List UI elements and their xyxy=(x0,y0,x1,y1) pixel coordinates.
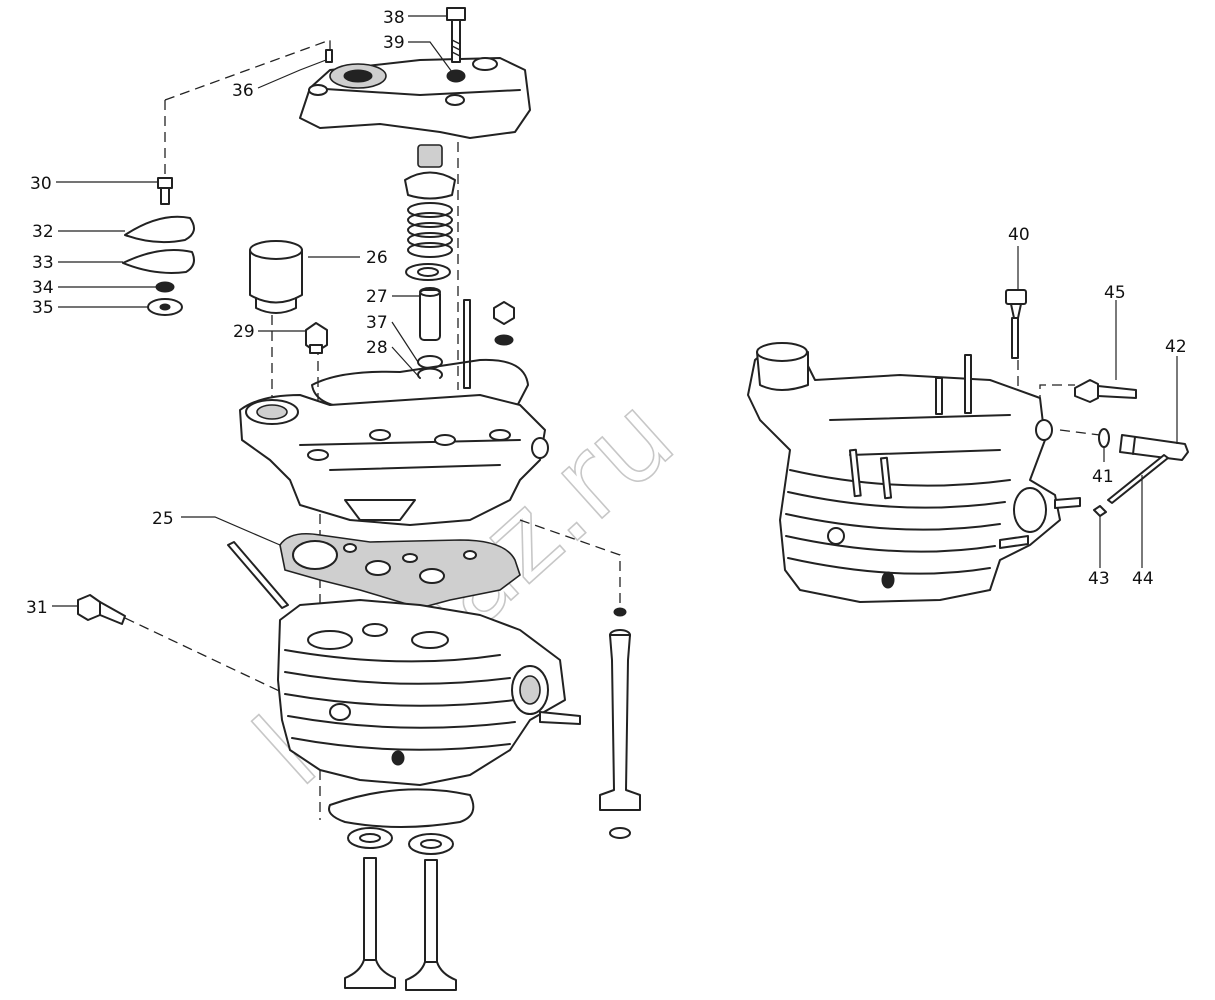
callout-42: 42 xyxy=(1165,337,1187,357)
callout-37: 37 xyxy=(366,313,388,333)
pushrod-tube xyxy=(599,607,641,839)
cover-plate-32 xyxy=(124,215,195,244)
cylinder-head-left xyxy=(277,599,581,786)
head-gasket-25 xyxy=(279,532,521,609)
callout-35: 35 xyxy=(32,298,54,318)
key-43 xyxy=(1093,505,1107,517)
callout-28: 28 xyxy=(366,338,388,358)
callout-26: 26 xyxy=(366,248,388,268)
washer-34 xyxy=(155,281,175,293)
o-ring-41 xyxy=(1098,428,1110,448)
valve-washer-left xyxy=(347,827,393,849)
callout-31: 31 xyxy=(26,598,48,618)
bucket-26 xyxy=(249,240,303,314)
circlip-28 xyxy=(417,367,443,379)
callout-30: 30 xyxy=(30,174,52,194)
fitting-45 xyxy=(1074,379,1137,403)
valve-left xyxy=(344,857,396,989)
valve-washer-right xyxy=(408,833,454,855)
nut-29 xyxy=(305,322,328,354)
rocker-housing xyxy=(239,394,549,526)
gasket-33 xyxy=(122,249,195,274)
rocker-cover xyxy=(299,49,531,139)
stud-left xyxy=(227,541,289,609)
screw-30 xyxy=(157,177,173,205)
washer-35 xyxy=(147,298,183,316)
rod-44 xyxy=(1107,454,1169,504)
stud-and-nuts xyxy=(463,299,515,389)
valve-guide-27 xyxy=(419,287,441,341)
washer-39 xyxy=(446,69,466,83)
valve-right xyxy=(405,859,457,991)
cylinder-head-right xyxy=(747,342,1081,603)
callout-36: 36 xyxy=(232,81,254,101)
callout-29: 29 xyxy=(233,322,255,342)
callout-43: 43 xyxy=(1088,569,1110,589)
leader-lines xyxy=(52,15,1178,607)
callout-39: 39 xyxy=(383,33,405,53)
screw-40 xyxy=(1005,289,1027,359)
callout-labels: 38 39 36 30 32 33 34 35 26 29 27 37 28 2… xyxy=(26,8,1187,618)
o-ring xyxy=(328,788,475,828)
bolt-38 xyxy=(446,7,466,63)
callout-34: 34 xyxy=(32,278,54,298)
callout-33: 33 xyxy=(32,253,54,273)
callout-25: 25 xyxy=(152,509,174,529)
callout-40: 40 xyxy=(1008,225,1030,245)
pin-42 xyxy=(1119,434,1189,461)
callout-32: 32 xyxy=(32,222,54,242)
callout-45: 45 xyxy=(1104,283,1126,303)
callout-27: 27 xyxy=(366,287,388,307)
callout-41: 41 xyxy=(1092,467,1114,487)
valve-spring-stack xyxy=(404,144,456,281)
callout-44: 44 xyxy=(1132,569,1154,589)
callout-38: 38 xyxy=(383,8,405,28)
plug-31 xyxy=(77,594,126,625)
